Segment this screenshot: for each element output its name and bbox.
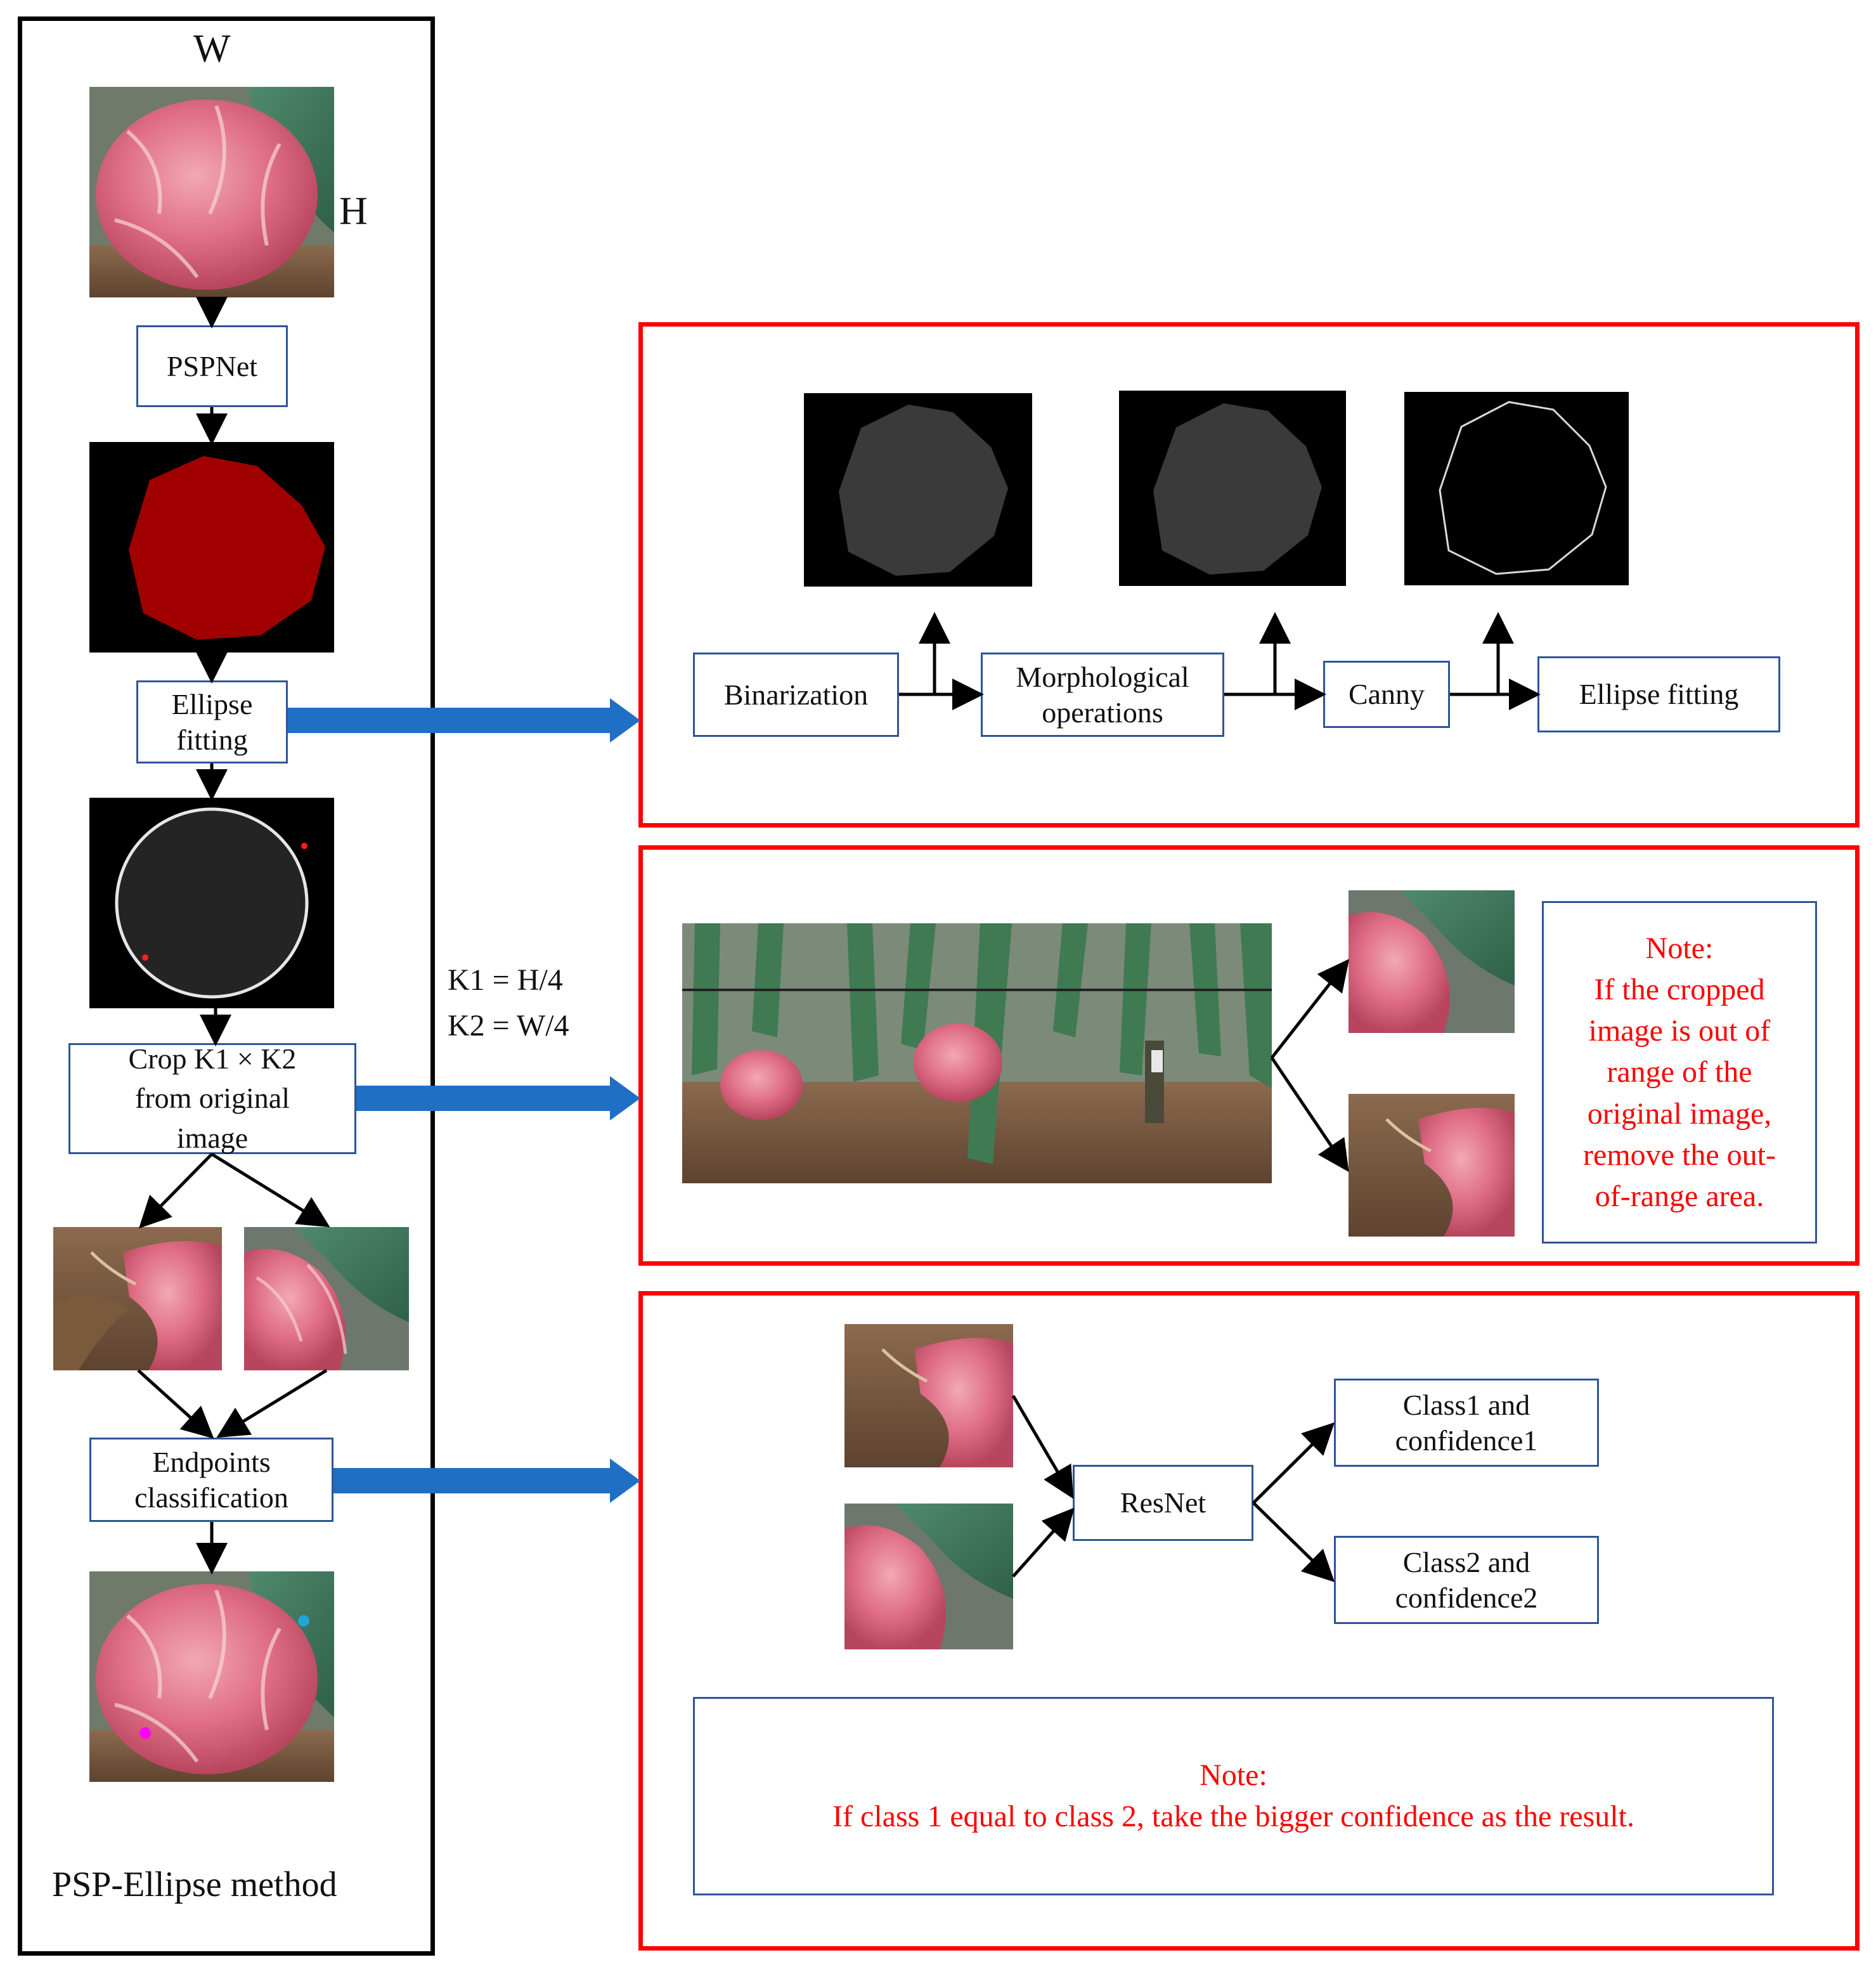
morphological-line-1: Morphological xyxy=(1016,661,1189,694)
pspnet-box: PSPNet xyxy=(136,325,288,407)
crop-note-line-3: image is out of xyxy=(1588,1014,1771,1048)
width-label: W xyxy=(193,27,231,70)
crop-step-box: Crop K1 × K2 from original image xyxy=(68,1043,356,1154)
arrow-scene-to-top-crop xyxy=(1271,959,1350,1059)
class1-line-2: confidence1 xyxy=(1395,1424,1538,1457)
crop-line-3: image xyxy=(176,1121,249,1154)
endpoints-line-1: Endpoints xyxy=(152,1446,271,1479)
crop-note-line-4: range of the xyxy=(1607,1055,1752,1089)
ellipse-fitting-line-2: fitting xyxy=(176,723,248,756)
binarization-box: Binarization xyxy=(693,653,899,737)
arrow-resnet-to-class2 xyxy=(1252,1502,1335,1582)
canny-result-image xyxy=(1404,392,1629,585)
k2-label: K2 = W/4 xyxy=(448,1009,569,1043)
psp-ellipse-method-frame xyxy=(18,16,435,1956)
ellipse-fitting-detail-panel xyxy=(638,322,1860,828)
crop-note-line-2: If the cropped xyxy=(1594,972,1765,1006)
crop-detail-panel xyxy=(638,845,1860,1266)
arrow-left-image-to-endpoints xyxy=(137,1369,214,1439)
class2-line-1: Class2 and xyxy=(1402,1546,1530,1579)
arrow-right-image-to-endpoints xyxy=(216,1368,328,1438)
endpoint-dot-magenta xyxy=(139,1727,151,1739)
arrow-scene-to-bottom-crop xyxy=(1270,1056,1349,1173)
class2-box: Class2 and confidence2 xyxy=(1334,1536,1599,1624)
k1-label: K1 = H/4 xyxy=(448,963,563,997)
resnet-box: ResNet xyxy=(1073,1465,1253,1541)
arrow-crop-to-right-image xyxy=(210,1152,330,1228)
segmentation-mask-image xyxy=(89,442,334,653)
arrow-input2-to-resnet xyxy=(1012,1507,1075,1578)
morphological-result-image xyxy=(1119,391,1346,586)
endpoints-line-2: classification xyxy=(134,1481,288,1514)
class2-line-2: confidence2 xyxy=(1395,1581,1538,1614)
classification-note-line-2: If class 1 equal to class 2, take the bi… xyxy=(832,1799,1634,1833)
ellipse-fitting-box: Ellipse fitting xyxy=(1537,656,1780,732)
left-crop-image-1 xyxy=(53,1227,222,1370)
classification-note-box: Note: If class 1 equal to class 2, take … xyxy=(693,1697,1774,1895)
result-fruit-image xyxy=(89,1571,334,1782)
crop-note-line-7: of-range area. xyxy=(1595,1179,1764,1214)
crop-note-text: Note: If the cropped image is out of ran… xyxy=(1583,928,1776,1218)
arrow-input1-to-resnet xyxy=(1011,1394,1074,1499)
big-arrow-crop-to-panel2 xyxy=(356,1076,640,1121)
ellipse-fitting-line-1: Ellipse xyxy=(171,688,253,721)
classification-note-text: Note: If class 1 equal to class 2, take … xyxy=(832,1755,1634,1838)
big-arrow-ellipse-to-panel1 xyxy=(288,698,640,743)
endpoints-classification-box: Endpoints classification xyxy=(89,1438,333,1522)
height-label: H xyxy=(339,190,368,233)
crop-line-2: from original xyxy=(135,1082,290,1115)
big-arrow-endpoints-to-panel3 xyxy=(333,1459,640,1503)
class1-box: Class1 and confidence1 xyxy=(1334,1379,1599,1467)
left-crop-image-2 xyxy=(244,1227,409,1370)
classification-note-line-1: Note: xyxy=(1200,1758,1267,1792)
crop-note-line-6: remove the out- xyxy=(1583,1138,1776,1172)
input-fruit-image xyxy=(89,87,334,297)
classification-input-image-2 xyxy=(844,1504,1013,1649)
endpoint-dot-blue xyxy=(298,1615,309,1627)
morphological-line-2: operations xyxy=(1042,696,1163,729)
orchard-scene-image xyxy=(682,923,1272,1183)
arrow-resnet-to-class1 xyxy=(1252,1422,1335,1504)
ellipse-fitting-step-box: Ellipse fitting xyxy=(136,680,288,763)
morphological-operations-box: Morphological operations xyxy=(981,653,1224,737)
classification-detail-panel xyxy=(638,1291,1860,1951)
class1-line-1: Class1 and xyxy=(1402,1389,1530,1422)
crop-result-bottom-image xyxy=(1349,1094,1515,1237)
crop-result-top-image xyxy=(1349,890,1515,1033)
crop-note-line-1: Note: xyxy=(1645,931,1714,965)
classification-input-image-1 xyxy=(844,1324,1013,1467)
fitted-ellipse-image xyxy=(89,798,334,1008)
crop-line-1: Crop K1 × K2 xyxy=(128,1043,297,1075)
arrow-crop-to-left-image xyxy=(138,1153,213,1229)
crop-note-line-5: original image, xyxy=(1587,1096,1772,1131)
method-caption: PSP-Ellipse method xyxy=(52,1865,337,1904)
canny-box: Canny xyxy=(1323,661,1450,728)
crop-note-box: Note: If the cropped image is out of ran… xyxy=(1542,901,1817,1244)
binarization-result-image xyxy=(804,393,1032,587)
